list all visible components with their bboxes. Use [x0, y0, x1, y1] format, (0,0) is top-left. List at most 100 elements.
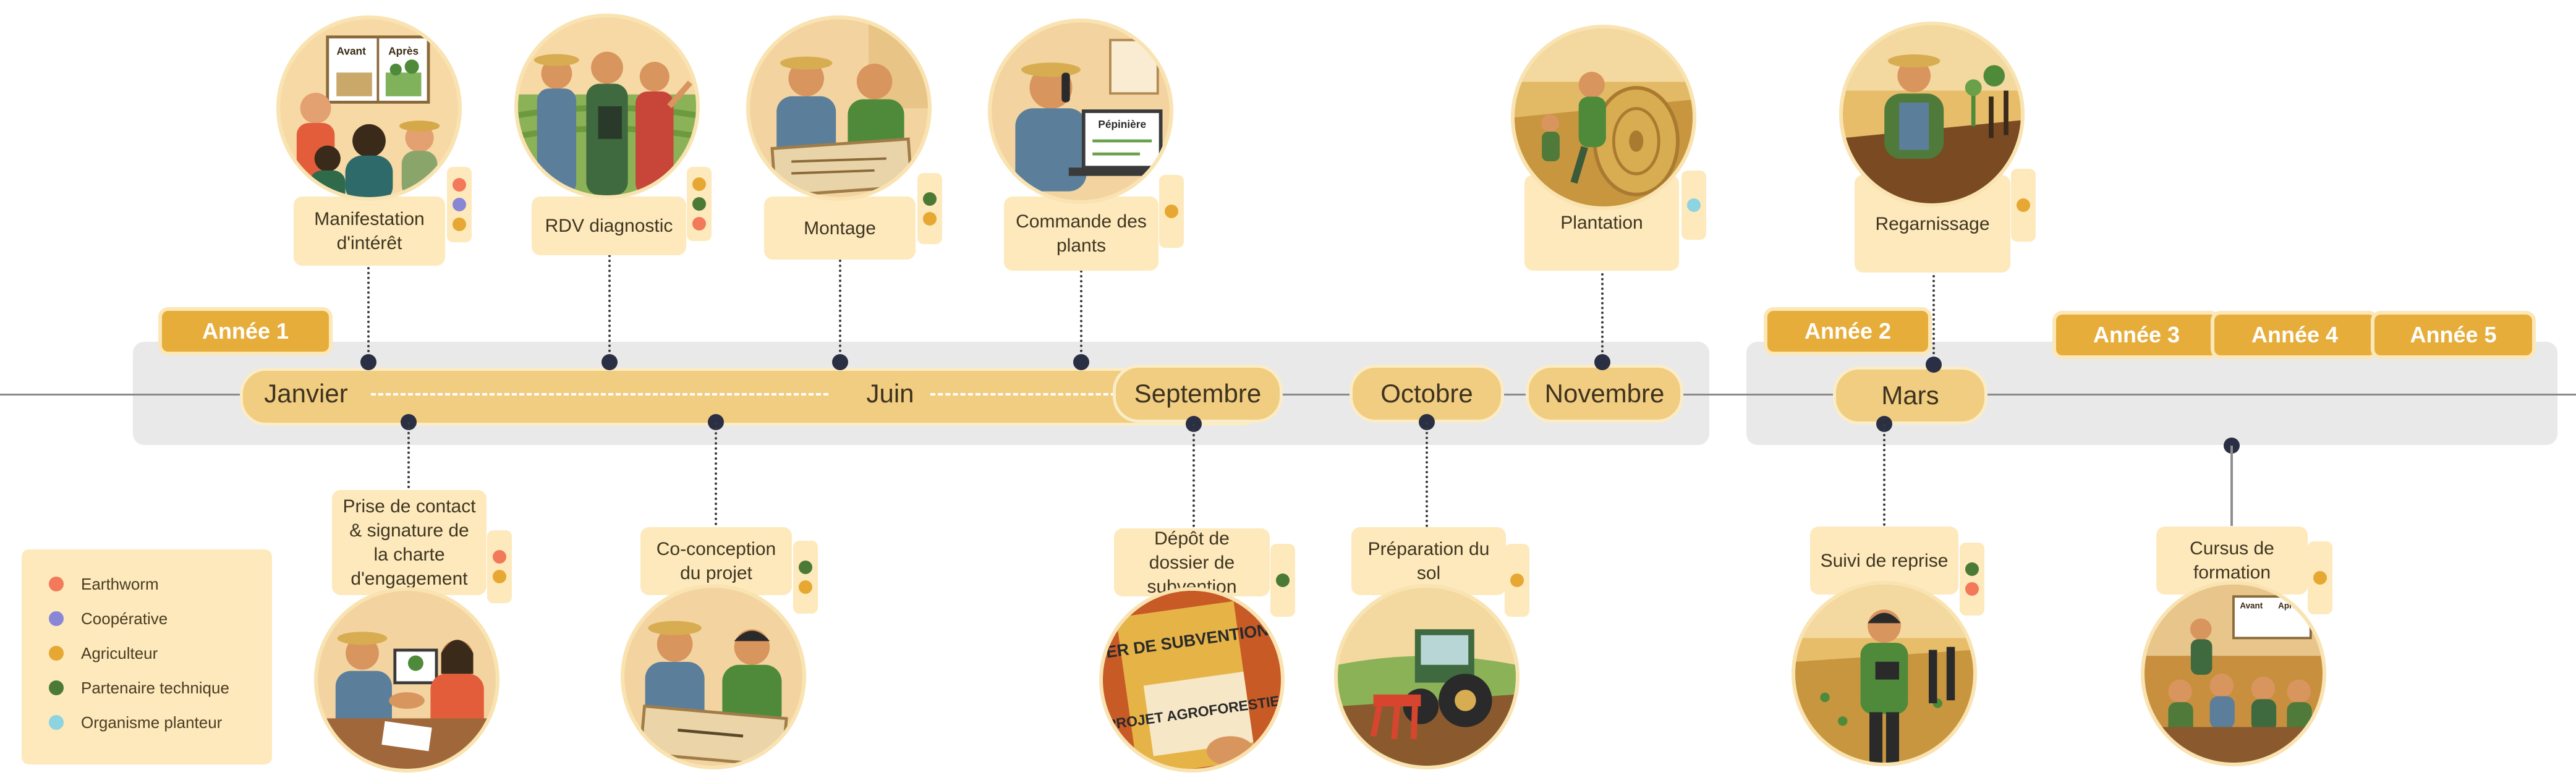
connector — [1932, 275, 1935, 364]
month-mars: Mars — [1833, 366, 1987, 425]
handshake-icon — [314, 587, 499, 772]
legend-swatch — [49, 646, 64, 661]
month-juin: Juin — [866, 379, 914, 408]
actor-dot-agriculteur — [493, 570, 506, 583]
actor-dot-partenaire-technique — [1965, 562, 1979, 576]
board-label-before: Avant — [2240, 601, 2263, 610]
connector — [407, 422, 410, 488]
step-depot-dossier: Dépôt de dossier de subvention — [1114, 528, 1270, 597]
board-label-after: Après — [388, 45, 419, 57]
step-cursus-formation: Cursus de formation — [2156, 527, 2308, 595]
actor-dot-agriculteur — [692, 177, 706, 191]
actor-dot-earthworm — [692, 217, 706, 231]
legend-item: Agriculteur — [49, 636, 272, 671]
month-novembre: Novembre — [1526, 365, 1683, 423]
connector — [1883, 424, 1885, 526]
legend-label: Earthworm — [81, 574, 159, 593]
dash-janvier-juin — [371, 393, 828, 396]
board-label-after: Après — [2278, 601, 2302, 610]
legend-label: Agriculteur — [81, 643, 158, 662]
actor-dot-agriculteur — [2017, 198, 2030, 212]
actor-dot-partenaire-technique — [799, 561, 812, 574]
step-rdv-diagnostic: RDV diagnostic — [532, 197, 686, 255]
legend-item: Coopérative — [49, 601, 272, 636]
planning-icon — [746, 15, 932, 201]
month-range-pill — [240, 368, 1266, 426]
actor-tab — [1159, 175, 1184, 248]
actor-dot-agriculteur — [453, 218, 466, 231]
actor-tab — [793, 541, 818, 614]
connector — [367, 267, 370, 362]
legend-swatch — [49, 577, 64, 591]
month-janvier: Janvier — [264, 379, 348, 408]
step-co-conception: Co-conception du projet — [640, 527, 792, 595]
legend-label: Partenaire technique — [81, 678, 229, 697]
year-badge-4: Année 4 — [2214, 315, 2375, 355]
timeline-dot — [601, 354, 618, 370]
co-design-icon — [621, 584, 806, 769]
actor-dot-agriculteur — [799, 580, 812, 594]
year-badge-1: Année 1 — [162, 311, 329, 352]
timeline-axis — [0, 394, 2576, 396]
year-badge-5: Année 5 — [2374, 315, 2532, 355]
connector — [1426, 422, 1428, 527]
step-preparation-sol: Préparation du sol — [1351, 527, 1506, 595]
actor-tab — [687, 167, 712, 241]
actor-tab — [1505, 544, 1529, 617]
actor-dot-partenaire-technique — [692, 197, 706, 211]
actor-dot-agriculteur — [2313, 571, 2327, 585]
replanting-icon — [1839, 22, 2025, 207]
actor-tab — [1270, 544, 1295, 617]
actor-dot-organisme-planteur — [1687, 198, 1701, 212]
legend-item: Partenaire technique — [49, 671, 272, 705]
connector — [1601, 273, 1604, 362]
timeline-dot — [360, 354, 376, 370]
subsidy-file-icon: DOSSIER DE SUBVENTION PROJET AGROFORESTI… — [1099, 587, 1285, 772]
step-commande-plants: Commande des plants — [1004, 197, 1158, 271]
board-label-before: Avant — [337, 45, 367, 57]
actor-dot-earthworm — [1965, 582, 1979, 596]
actor-dot-cooperative — [453, 198, 466, 211]
dash-juin-septembre — [930, 393, 1116, 396]
connector — [2230, 446, 2233, 526]
actor-tab — [1681, 171, 1706, 240]
actor-dot-earthworm — [493, 550, 506, 564]
timeline-dot — [832, 354, 848, 370]
month-septembre: Septembre — [1113, 365, 1283, 423]
connector — [715, 422, 717, 525]
field-diagnosis-icon — [514, 14, 700, 199]
connector — [1080, 270, 1082, 362]
actor-dot-agriculteur — [1510, 573, 1524, 587]
actor-dot-agriculteur — [923, 211, 937, 226]
phone-order-icon: Pépinière — [988, 19, 1173, 204]
actor-tab — [1960, 543, 1984, 616]
actor-tab — [2308, 541, 2332, 614]
step-manifestation: Manifestation d'intérêt — [294, 197, 445, 266]
legend-swatch — [49, 611, 64, 626]
legend-item: Earthworm — [49, 567, 272, 601]
connector — [1192, 424, 1195, 527]
actor-dot-partenaire-technique — [1276, 573, 1290, 587]
step-montage: Montage — [764, 197, 916, 260]
actor-dot-partenaire-technique — [923, 192, 937, 206]
tractor-icon — [1334, 584, 1520, 769]
laptop-screen-label: Pépinière — [1098, 118, 1146, 130]
connector — [839, 260, 841, 362]
legend-label: Coopérative — [81, 609, 168, 628]
actor-tab — [917, 173, 942, 244]
step-prise-de-contact: Prise de contact & signature de la chart… — [332, 490, 487, 595]
legend-swatch — [49, 715, 64, 730]
actor-tab — [487, 530, 512, 603]
legend: Earthworm Coopérative Agriculteur Parten… — [22, 549, 272, 764]
actor-tab — [2011, 169, 2036, 242]
connector — [608, 255, 611, 362]
timeline-dot — [1073, 354, 1089, 370]
monitoring-icon — [1792, 581, 1977, 766]
legend-item: Organisme planteur — [49, 705, 272, 740]
legend-label: Organisme planteur — [81, 713, 223, 732]
actor-dot-earthworm — [453, 178, 466, 192]
actor-dot-agriculteur — [1165, 205, 1178, 218]
training-icon: Avant Après — [2141, 581, 2326, 766]
year-badge-2: Année 2 — [1767, 311, 1928, 352]
